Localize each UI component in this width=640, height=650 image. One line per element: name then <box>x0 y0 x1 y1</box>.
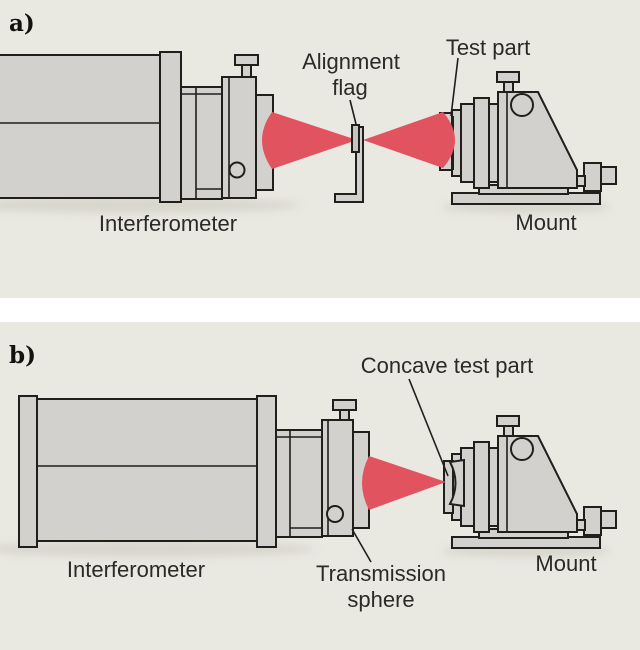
transmission-sphere-label-line1: Transmission <box>316 561 446 586</box>
test-part-pointer-line <box>450 57 459 117</box>
shadow <box>0 541 315 557</box>
interferometer-b <box>18 395 370 548</box>
front-window-circle <box>228 161 246 179</box>
concave-test-part-pointer-line <box>408 378 449 477</box>
alignment-flag <box>334 124 364 203</box>
shadow <box>0 197 300 213</box>
alignment-flag-label-line2: flag <box>332 75 367 100</box>
laser-beam-converging-b <box>362 456 446 510</box>
head-screw-cap <box>234 54 259 66</box>
interferometer-barrel <box>36 398 258 542</box>
barrel-end-cap-right <box>256 395 277 548</box>
head-screw-stem <box>241 64 252 78</box>
laser-beam-converging <box>262 112 357 169</box>
barrel-end-cap <box>159 51 182 203</box>
interferometer-barrel <box>0 54 161 199</box>
interferometer-label-a: Interferometer <box>99 211 237 236</box>
front-block <box>221 76 257 199</box>
laser-beam-diverging <box>363 112 455 168</box>
test-part-label: Test part <box>446 35 530 60</box>
transmission-sphere-label-line2: sphere <box>347 587 414 612</box>
mount-label-a: Mount <box>515 210 576 235</box>
concave-test-part-label: Concave test part <box>361 353 533 378</box>
collar-section <box>180 86 223 200</box>
alignment-flag-pointer-line <box>349 99 357 125</box>
alignment-flag-label-line1: Alignment <box>302 49 400 74</box>
transmission-sphere-pointer-line <box>351 528 372 563</box>
head-screw-cap <box>332 399 357 411</box>
collar-section <box>275 429 323 538</box>
panel-a-tag: a) <box>9 10 35 37</box>
panel-b-tag: b) <box>9 342 36 369</box>
flag-plate <box>351 124 360 153</box>
front-window-circle <box>326 505 344 523</box>
mount-label-b: Mount <box>535 551 596 576</box>
interferometer-a <box>0 51 274 203</box>
interferometer-label-b: Interferometer <box>67 557 205 582</box>
barrel-end-cap-left <box>18 395 38 548</box>
concave-test-part-lens <box>448 458 465 508</box>
